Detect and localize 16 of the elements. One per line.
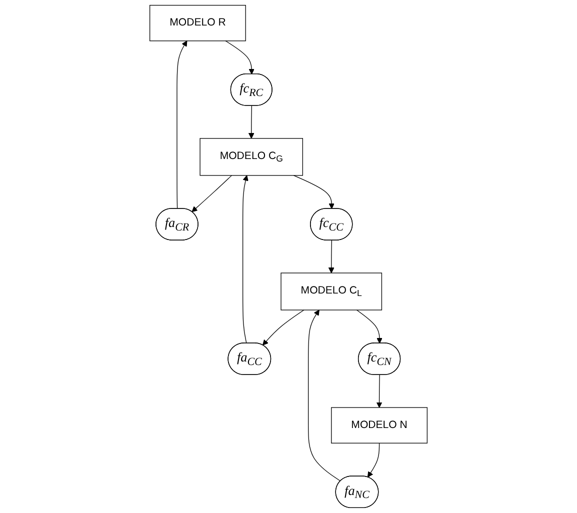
arrow [262, 310, 304, 346]
arrow [293, 175, 334, 209]
arrow [367, 442, 380, 478]
arrow [308, 310, 341, 482]
node-box: MODELO C$_{G}$ [200, 138, 303, 176]
arrow [225, 40, 254, 74]
arrow [328, 240, 334, 274]
arrow [248, 105, 254, 139]
arrow [242, 175, 248, 344]
node-box: MODELO R [149, 4, 246, 42]
arrow [176, 40, 188, 210]
arrow [376, 374, 382, 408]
node-box: MODELO C$_{L}$ [280, 272, 382, 310]
arrow [192, 175, 232, 212]
arrow [356, 310, 382, 344]
node-box: MODELO N [331, 407, 428, 444]
